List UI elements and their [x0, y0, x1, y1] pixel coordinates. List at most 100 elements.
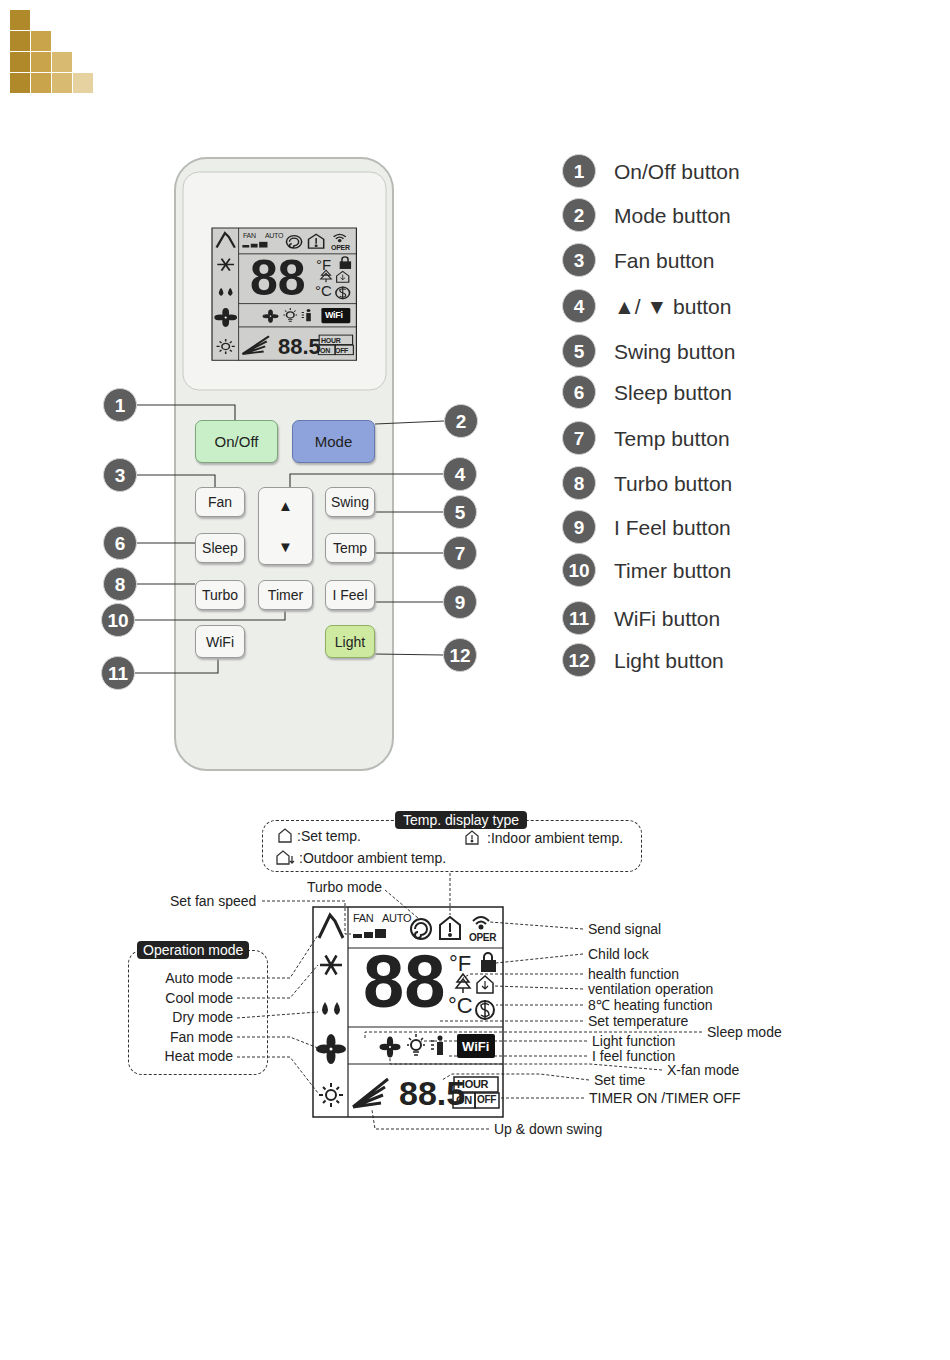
leader-line [137, 542, 195, 543]
callout-number: 7 [574, 429, 585, 448]
button-label: Sleep [202, 541, 238, 555]
callout-number: 12 [449, 646, 470, 665]
callout-number: 9 [574, 518, 585, 537]
annotation-label: 8℃ heating function [587, 998, 714, 1012]
remote-body [212, 228, 357, 360]
leader-lines [463, 974, 583, 978]
button-name: Mode button [614, 205, 731, 226]
leader-lines [494, 986, 583, 989]
button-label: ▲ [259, 498, 312, 513]
callout-number: 10 [568, 561, 589, 580]
lcd-readout: FAN [242, 232, 257, 239]
leader-lines [372, 1110, 489, 1129]
lcd-readout: ON [319, 347, 331, 354]
callout-number: 1 [103, 388, 137, 422]
annotation-label: Set fan speed [169, 894, 257, 908]
mode-box: Operation modeAuto modeCool modeDry mode… [128, 950, 268, 1075]
lcd-readout: °C [314, 283, 333, 298]
lcd-readout: FAN [352, 913, 375, 924]
annotation-label: Turbo mode [306, 880, 383, 894]
list-number: 7Temp button [562, 421, 596, 455]
legend-text: Dry mode [129, 1010, 233, 1024]
button-label: Light [335, 635, 365, 649]
remote-button: Turbo [195, 580, 245, 610]
button-name: Temp button [614, 428, 730, 449]
logo [73, 73, 93, 93]
remote-button: On/Off [195, 420, 278, 463]
list-number: 12Light button [562, 643, 596, 677]
box-heading: Temp. display type [395, 811, 527, 829]
button-name: Turbo button [614, 473, 732, 494]
lcd-readout: ON [455, 1095, 473, 1106]
lcd-diagram [313, 907, 503, 1117]
box-heading: Operation mode [137, 941, 249, 959]
list-number: 5Swing button [562, 334, 596, 368]
legend-text: :Indoor ambient temp. [487, 831, 623, 845]
leader-line [375, 601, 443, 602]
leader-lines [490, 922, 583, 929]
lcd-readout: 88 [249, 253, 307, 303]
list-number: 2Mode button [562, 198, 596, 232]
lcd-readout: AUTO [264, 232, 284, 239]
callout-number: 1 [115, 396, 126, 415]
annotation-label: health function [587, 967, 680, 981]
annotation-label: Set temperature [587, 1014, 689, 1028]
callout-number: 10 [101, 603, 135, 637]
button-label: WiFi [206, 635, 234, 649]
callout-number: 9 [443, 585, 477, 619]
remote-button: WiFi [195, 625, 245, 658]
list-number: 1On/Off button [562, 154, 596, 188]
button-name: WiFi button [614, 608, 720, 629]
button-name: On/Off button [614, 161, 740, 182]
lcd-readout: OPER [330, 244, 351, 251]
button-label: On/Off [215, 434, 259, 449]
button-label: Timer [268, 588, 303, 602]
list-number: 10Timer button [562, 553, 596, 587]
remote-button: Light [325, 625, 375, 658]
button-name: ▲/ ▼ button [614, 296, 731, 317]
callout-number: 8 [115, 575, 126, 594]
logo [10, 10, 93, 93]
leader-line [375, 421, 444, 424]
leader-line [137, 475, 215, 487]
callout-number: 7 [443, 536, 477, 570]
leader-line [290, 474, 443, 487]
list-number: 6Sleep button [562, 375, 596, 409]
button-name: Swing button [614, 341, 735, 362]
callout-number: 10 [107, 611, 128, 630]
callout-number: 3 [115, 466, 126, 485]
rocker-button: ▲▼ [258, 487, 313, 565]
leader-lines [500, 1098, 584, 1099]
callout-number: 1 [574, 162, 585, 181]
remote-body [212, 228, 356, 360]
lcd-readout: OFF [334, 347, 349, 354]
callout-number: 5 [443, 495, 477, 529]
remote-button: Temp [325, 533, 375, 563]
logo [10, 31, 30, 51]
leader-line [375, 654, 443, 655]
callout-number: 4 [443, 457, 477, 491]
remote-button: Swing [325, 487, 375, 517]
list-number: 3Fan button [562, 243, 596, 277]
lcd-readout: WiFi [461, 1040, 490, 1053]
leader-lines [237, 1012, 318, 1018]
leader-lines [237, 935, 318, 978]
button-label: I Feel [332, 588, 367, 602]
legend-text: Heat mode [129, 1049, 233, 1063]
leader-line [135, 610, 285, 620]
button-name: I Feel button [614, 517, 731, 538]
callout-number: 6 [574, 383, 585, 402]
button-name: Sleep button [614, 382, 732, 403]
remote-body [183, 172, 386, 390]
house-icons [466, 831, 478, 844]
button-label: ▼ [259, 539, 312, 554]
house-icons [471, 835, 472, 839]
button-name: Fan button [614, 250, 714, 271]
callout-number: 3 [574, 251, 585, 270]
legend-text: Auto mode [129, 971, 233, 985]
remote-body [175, 158, 393, 770]
annotation-label: I feel function [591, 1049, 676, 1063]
callout-number: 2 [444, 404, 478, 438]
house-icons [277, 851, 289, 864]
